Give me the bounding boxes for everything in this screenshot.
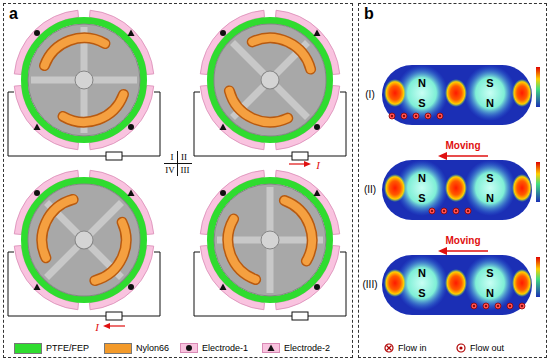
legend-text: Flow in: [398, 344, 427, 353]
figure-panel: a: [3, 3, 353, 358]
magnet-pole: S: [418, 193, 425, 204]
motion-label: Moving: [446, 236, 481, 246]
generator-devices: [5, 1, 349, 319]
magnet-pole: S: [486, 268, 493, 279]
panel-letter: b: [364, 5, 374, 23]
legend-swatch: [104, 343, 132, 354]
magnet-pole: N: [418, 173, 426, 184]
current-label: I: [95, 322, 99, 333]
panel-letter: a: [9, 5, 18, 23]
quadrant-number: IV: [165, 166, 175, 175]
magnetic-field-map: [382, 160, 540, 220]
magnet-pole: N: [418, 78, 426, 89]
magnet-pole: N: [418, 268, 426, 279]
legend-item: PTFE/FEP: [14, 343, 89, 353]
rotor: [214, 184, 326, 296]
legend-text: Electrode-2: [284, 344, 330, 353]
legend-symbol: [456, 343, 466, 353]
current-arrow: [103, 161, 311, 329]
legend-symbol: [180, 343, 198, 353]
figure-panel: b: [358, 3, 547, 358]
flow-markers: [389, 113, 525, 309]
magnet-pole: S: [486, 173, 493, 184]
quadrant-cross: [164, 151, 192, 176]
legend-item: Electrode-1: [180, 343, 248, 353]
legend-item: Flow out: [456, 343, 504, 353]
legend-text: Electrode-1: [202, 344, 248, 353]
rotor: [5, 161, 163, 319]
magnetic-field-map: [382, 255, 540, 315]
legend-item: Electrode-2: [262, 343, 330, 353]
legend-text: PTFE/FEP: [46, 344, 89, 353]
load-resistor: [106, 152, 308, 320]
legend-swatch: [14, 343, 42, 354]
legend-item: Flow in: [384, 343, 427, 353]
magnet-pole: N: [486, 193, 494, 204]
legend-text: Flow out: [470, 344, 504, 353]
stator: [200, 170, 339, 309]
rotor: [191, 1, 349, 159]
stator: [14, 10, 153, 149]
magnet-pole: N: [486, 288, 494, 299]
legend-symbol: [262, 343, 280, 353]
flow-field: [382, 65, 540, 315]
moving-arrow: [438, 152, 488, 255]
frame-label: (II): [364, 185, 376, 195]
current-label: I: [316, 160, 320, 171]
magnetic-field-map: [382, 65, 540, 125]
motion-label: Moving: [446, 141, 481, 151]
magnet-pole: S: [418, 98, 425, 109]
frame-label: (I): [365, 90, 374, 100]
quadrant-number: II: [181, 153, 187, 162]
rotor: [28, 24, 140, 136]
legend-symbol: [384, 343, 394, 353]
magnet-pole: N: [486, 98, 494, 109]
legend-item: Nylon66: [104, 343, 169, 353]
legend-text: Nylon66: [136, 344, 169, 353]
quadrant-number: I: [171, 153, 174, 162]
magnet-pole: S: [418, 288, 425, 299]
quadrant-number: III: [181, 166, 190, 175]
frame-label: (III): [363, 280, 378, 290]
magnet-pole: S: [486, 78, 493, 89]
circuit-wires: [8, 92, 346, 316]
